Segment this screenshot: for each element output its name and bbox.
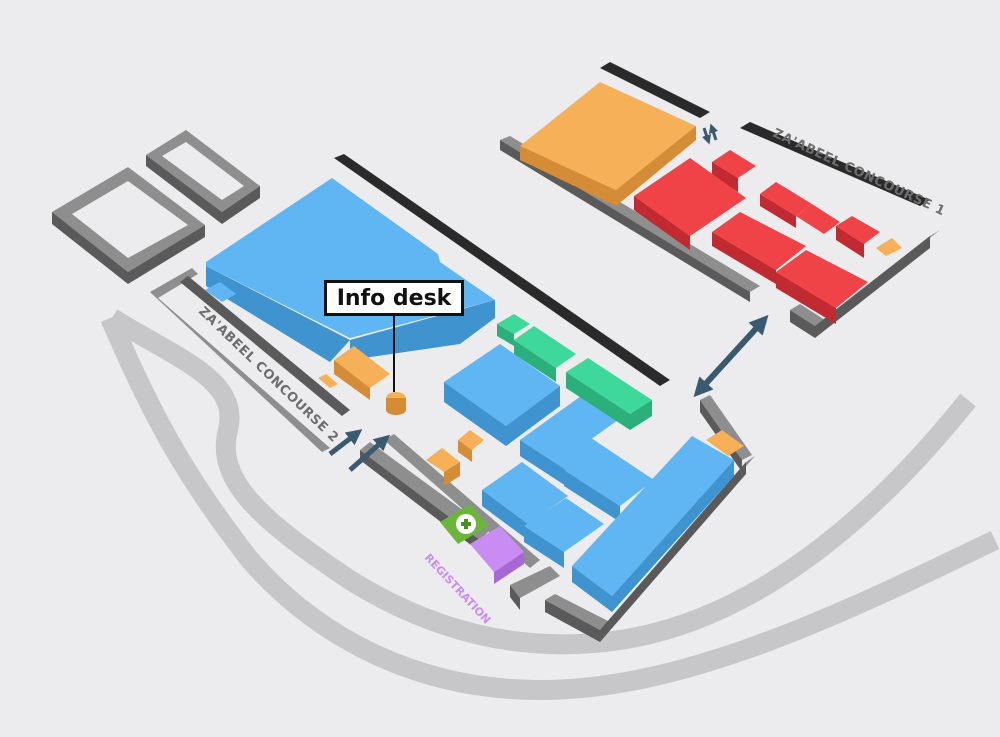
red-stand-2: [634, 158, 746, 236]
road-inner: [106, 309, 976, 655]
orange-stand-tiny: [318, 374, 338, 388]
arrow-hall1-b: [708, 123, 719, 141]
orange-stand-a: [334, 346, 390, 388]
blue-stand-c: [556, 394, 618, 440]
road-outer: [100, 314, 1000, 700]
green-stand-small: [497, 314, 530, 334]
orange-stands: [318, 82, 902, 486]
red-stand-4: [776, 250, 868, 308]
orange-stand-d: [706, 430, 744, 456]
blue-stand-b: [564, 444, 654, 506]
blue-stand-long: [572, 436, 734, 596]
blue-stand-d: [482, 462, 568, 524]
orange-stand-c: [458, 430, 484, 450]
blue-stand-a: [520, 414, 600, 470]
green-stands: [497, 314, 652, 430]
red-stand-5: [760, 182, 812, 216]
blue-stand-e: [524, 498, 604, 552]
arrow-hall1-a: [701, 127, 712, 145]
first-aid-area: [440, 504, 488, 544]
registration-area: [470, 526, 524, 584]
blue-stand-mid: [444, 344, 560, 426]
side-enclosures: [52, 130, 260, 284]
orange-stand-b: [426, 448, 460, 472]
arrow-concourse2-in: [328, 429, 363, 456]
orange-stand-hall1: [520, 82, 696, 190]
main-hall-walls: [150, 154, 755, 642]
walkway-arrows: [328, 123, 769, 472]
arrow-between-halls: [693, 314, 769, 398]
red-stand-7: [836, 216, 880, 244]
green-stand-mid: [514, 326, 576, 368]
registration-stand: [470, 526, 524, 572]
blue-stand-small: [205, 282, 236, 302]
red-stand-6: [796, 204, 840, 234]
blue-stands: [205, 178, 734, 612]
red-stand-1: [712, 150, 756, 178]
red-stand-3: [712, 212, 806, 270]
arrow-concourse2-out: [348, 434, 390, 472]
info-desk-label[interactable]: Info desk: [324, 280, 464, 316]
green-stand-long: [566, 358, 652, 414]
red-stands: [634, 150, 880, 324]
orange-stand-small-hall1: [876, 238, 902, 256]
roads: [100, 309, 1000, 700]
